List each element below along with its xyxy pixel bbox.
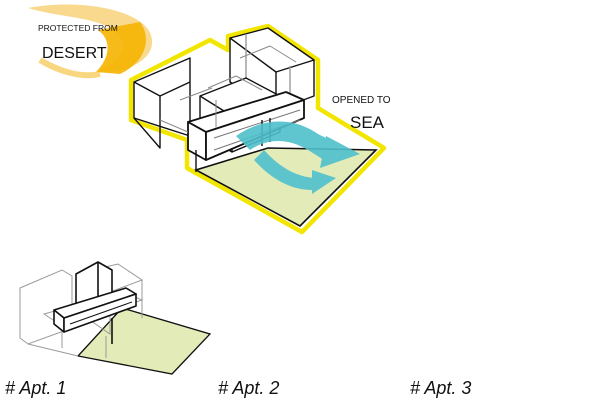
main-axonometric: PROTECTED FROM DESERT	[28, 4, 391, 235]
desert-caption: DESERT	[42, 45, 107, 62]
protected-from-caption: PROTECTED FROM	[38, 23, 118, 33]
sea-view-arrows-icon	[236, 121, 360, 194]
sea-caption: SEA	[350, 113, 385, 132]
building-wireframe	[133, 27, 315, 172]
opened-to-caption: OPENED TO	[332, 95, 391, 106]
apt-1-label: # Apt. 1	[5, 378, 67, 398]
apt-1-diagram	[19, 261, 212, 375]
building-highlight-outline	[128, 23, 387, 235]
apt-1-terrace	[76, 307, 212, 375]
desert-swirl-icon	[28, 4, 153, 79]
apt-2-label: # Apt. 2	[218, 378, 280, 398]
apt-3-label: # Apt. 3	[410, 378, 472, 398]
